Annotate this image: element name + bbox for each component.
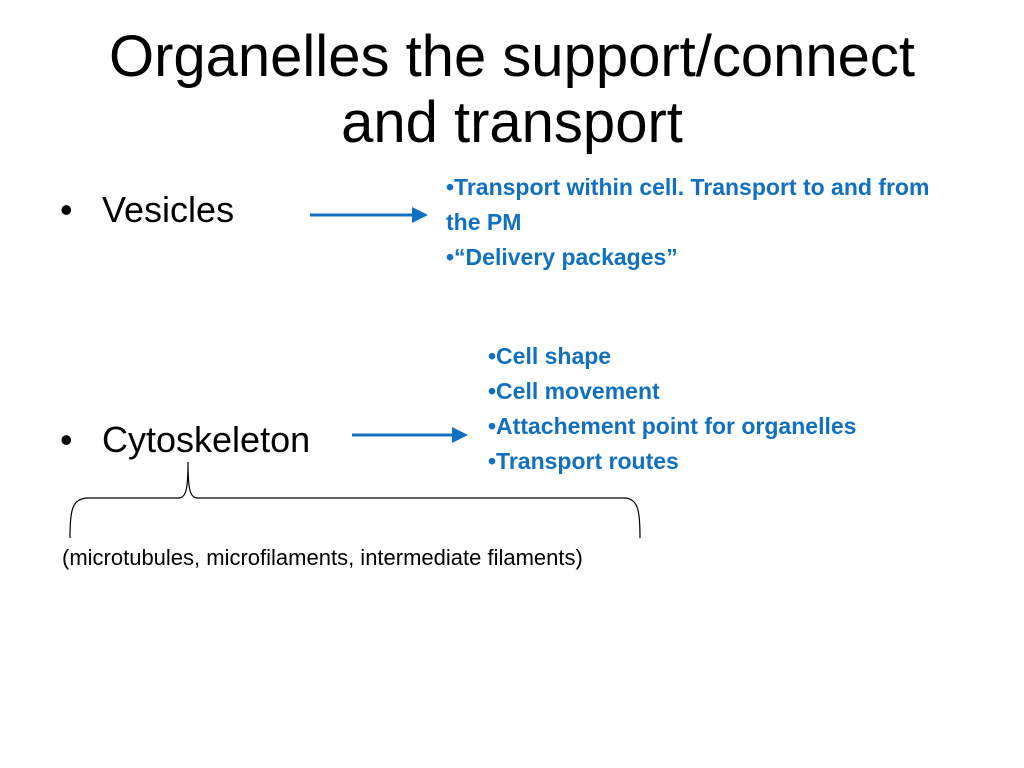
bullet-label-cytoskeleton: Cytoskeleton bbox=[102, 419, 311, 460]
brace-caption: (microtubules, microfilaments, intermedi… bbox=[62, 545, 583, 570]
bullet-label-vesicles: Vesicles bbox=[102, 189, 235, 230]
slide-title-line-1: Organelles the support/connect bbox=[108, 24, 916, 89]
bullet-cytoskeleton: • Cytoskeleton bbox=[60, 420, 310, 460]
cytoskeleton-detail-3: •Attachement point for organelles bbox=[488, 413, 857, 439]
cytoskeleton-details: •Cell shape •Cell movement •Attachement … bbox=[488, 339, 856, 479]
bullet-marker: • bbox=[60, 419, 73, 460]
cytoskeleton-detail-2: •Cell movement bbox=[488, 378, 660, 404]
cytoskeleton-detail-4: •Transport routes bbox=[488, 448, 679, 474]
curly-brace-icon bbox=[69, 461, 641, 539]
slide-title: Organelles the support/connect and trans… bbox=[0, 24, 1024, 156]
bullet-vesicles: • Vesicles bbox=[60, 190, 234, 230]
vesicles-details: •Transport within cell. Transport to and… bbox=[446, 170, 929, 275]
cytoskeleton-arrow-icon bbox=[352, 427, 468, 443]
cytoskeleton-detail-1: •Cell shape bbox=[488, 343, 612, 369]
vesicles-detail-3: •“Delivery packages” bbox=[446, 244, 678, 270]
vesicles-detail-1: •Transport within cell. Transport to and… bbox=[446, 174, 930, 200]
vesicles-detail-2: the PM bbox=[446, 209, 522, 235]
slide-title-line-2: and transport bbox=[341, 90, 683, 155]
bullet-marker: • bbox=[60, 189, 73, 230]
vesicles-arrow-icon bbox=[310, 207, 428, 223]
